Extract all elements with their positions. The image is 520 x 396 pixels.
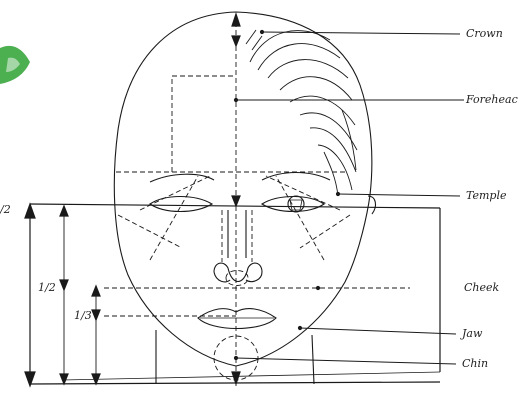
neck-right	[312, 335, 314, 384]
diag-6	[266, 176, 340, 210]
center-arrow-eye	[232, 196, 240, 206]
leader-jaw	[300, 328, 456, 334]
center-arrow-bottom	[232, 372, 240, 384]
hair-strokes	[246, 30, 357, 196]
label-cheek: Cheek	[464, 282, 499, 294]
label-temple: Temple	[466, 190, 507, 202]
fraction-top: /2	[0, 204, 11, 216]
center-arrow-mid	[232, 36, 240, 46]
label-crown: Crown	[466, 28, 503, 40]
mouth	[198, 309, 276, 329]
diag-3	[150, 176, 198, 260]
leader-crown	[262, 32, 460, 34]
temple-diag-1	[118, 215, 182, 248]
logo-fragment	[0, 46, 30, 84]
fraction-mid: 1/2	[38, 282, 56, 294]
fraction-low: 1/3	[74, 310, 92, 322]
nose-base	[214, 263, 262, 282]
forehead-box	[172, 76, 236, 172]
head-outline	[114, 12, 372, 366]
label-jaw: Jaw	[462, 328, 482, 340]
left-eye	[150, 197, 212, 212]
leader-chin	[236, 358, 456, 364]
inner-base	[62, 372, 440, 380]
diag-4	[276, 176, 324, 260]
left-eyebrow	[150, 174, 214, 182]
center-arrow-top	[232, 14, 240, 26]
label-chin: Chin	[462, 358, 488, 370]
label-forehead: Foreheac	[466, 94, 518, 106]
leader-temple	[338, 194, 460, 196]
